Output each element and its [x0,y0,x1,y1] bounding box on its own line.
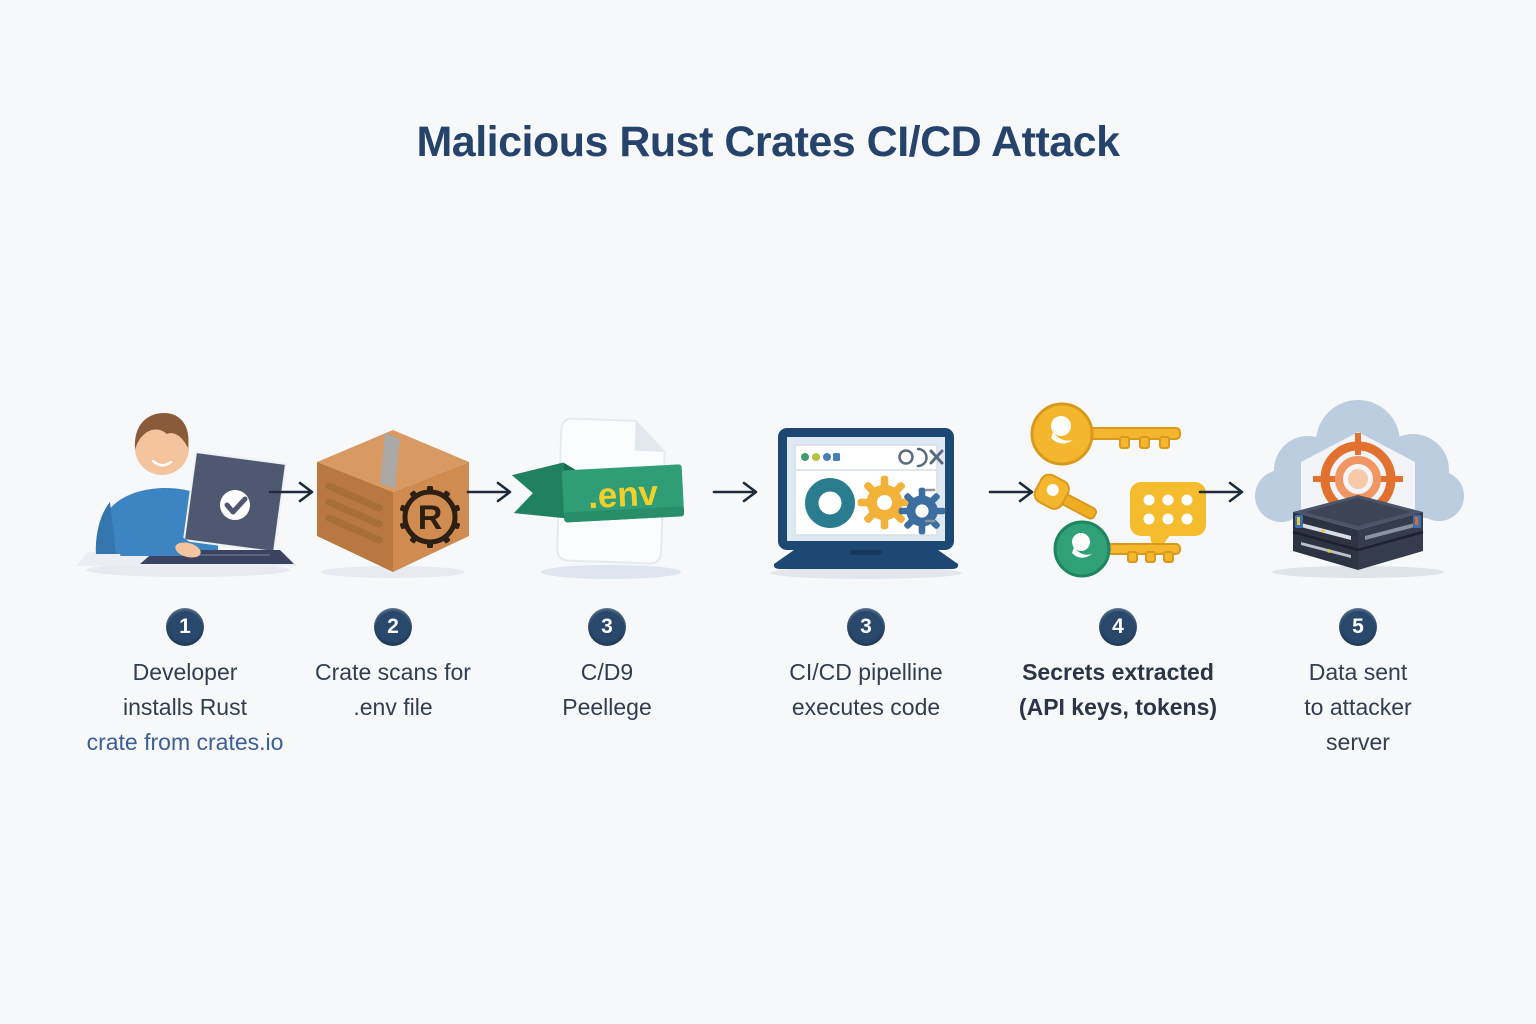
arrow-icon [466,481,512,503]
pipeline-laptop-illustration [750,388,982,580]
step-caption: Developer installs Rust crate from crate… [87,655,284,760]
step-developer-installs: 1 Developer installs Rust crate from cra… [40,388,330,760]
caption-line: installs Rust [123,694,247,720]
gold-key-icon [1030,402,1181,466]
attacker-server-icon [1255,400,1464,578]
step-number-badge: 2 [374,608,412,646]
step-number-badge: 3 [588,608,626,646]
page-title: Malicious Rust Crates CI/CD Attack [416,118,1120,166]
arrow-icon [268,481,314,503]
caption-line: Secrets extracted [1022,659,1214,685]
step-pipeline-executes: 3 CI/CD pipelline executes code [731,388,1001,725]
caption-line: (API keys, tokens) [1018,694,1218,720]
step-data-to-attacker: 5 Data sent to attacker server [1233,388,1483,760]
caption-line: Peellege [562,694,652,720]
developer-hair [134,413,189,450]
rust-gear-logo: R [399,486,461,548]
caption-line: Developer [132,659,238,685]
rust-crate-icon: R [317,430,469,578]
step-caption: Data sent to attacker server [1304,655,1411,760]
step-env-file: .env 3 C/D9 Peellege [497,388,717,725]
close-icon [929,449,944,465]
step-number-badge: 3 [847,608,885,646]
browser-circle-icon [898,449,914,465]
attacker-server-illustration [1233,388,1483,580]
blue-gear-icon [898,487,946,535]
developer-laptop-icon [76,413,298,577]
caption-line: Data sent [1308,659,1408,685]
arrow-icon [712,481,758,503]
caption-line: to attacker [1304,694,1412,720]
arrow-icon [988,481,1034,503]
step-caption: Secrets extracted (API keys, tokens) [1019,655,1217,725]
env-file-icon: .env [511,417,685,579]
caption-line: Crate scans for [315,659,471,685]
caption-line: CI/CD pipelline [789,659,943,685]
step-caption: CI/CD pipelline executes code [789,655,942,725]
step-number-badge: 4 [1099,608,1137,646]
env-file-illustration: .env [511,388,703,580]
step-number-badge: 1 [166,608,204,646]
caption-line: executes code [791,694,941,720]
caption-line: C/D9 [580,659,634,685]
green-key-icon [1053,520,1181,578]
secrets-keys-illustration [1020,388,1216,580]
step-secrets-extracted: 4 Secrets extracted (API keys, tokens) [978,388,1258,725]
laptop-base [773,550,959,569]
step-number-badge: 5 [1339,608,1377,646]
yellow-gear-icon [857,475,912,530]
step-caption: Crate scans for .env file [315,655,471,725]
caption-line-link: crate from crates.io [86,729,284,755]
svg-text:R: R [418,499,443,537]
step-caption: C/D9 Peellege [562,655,652,725]
developer-head [135,421,189,475]
env-banner: .env [511,462,685,523]
server-box [1272,495,1444,578]
developer-laptop-illustration [70,388,300,580]
caption-line: server [1326,729,1390,755]
arrow-icon [1198,481,1244,503]
checkmark-icon [224,496,248,515]
env-banner-label: .env [587,474,660,517]
gold-key-partial-icon [1033,473,1098,520]
secrets-keys-icon [1030,402,1206,578]
caption-line: .env file [353,694,433,720]
step-crate-scans: R 2 Crate scans for .env file [268,388,518,725]
rust-crate-illustration: R [307,388,479,580]
pipeline-laptop-icon [770,428,962,579]
